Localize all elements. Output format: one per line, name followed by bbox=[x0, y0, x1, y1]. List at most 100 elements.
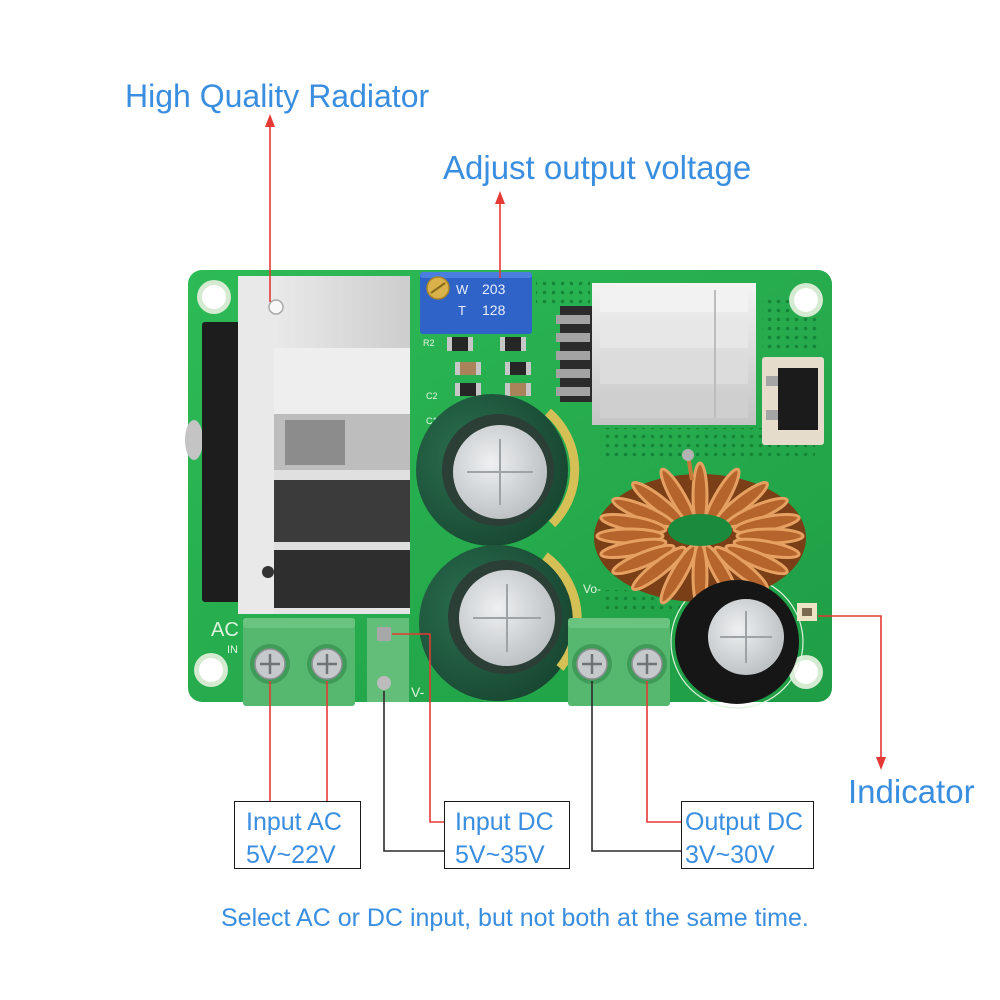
resistor-end bbox=[500, 337, 505, 351]
resistor-end bbox=[447, 337, 452, 351]
callout-lines bbox=[265, 114, 886, 852]
electrolytic-capacitor-top bbox=[416, 394, 580, 546]
input-dc-pin-header bbox=[367, 618, 409, 702]
heatsink-hole bbox=[262, 566, 274, 578]
heatsink-hole bbox=[268, 299, 284, 315]
silkscreen-label: R2 bbox=[423, 338, 435, 348]
output-dc-terminal bbox=[568, 618, 670, 706]
heatsink-fin-edge bbox=[274, 608, 410, 614]
small-heatsink-fin bbox=[600, 356, 748, 384]
heatsink-plate bbox=[238, 276, 274, 614]
heatsink-fin-edge bbox=[274, 470, 410, 480]
header-pin-positive bbox=[377, 627, 391, 641]
smd-resistor bbox=[447, 337, 473, 351]
power-component bbox=[185, 322, 244, 602]
header-pin-negative bbox=[377, 676, 391, 690]
capacitor-end bbox=[505, 383, 510, 396]
heatsink-gap bbox=[274, 480, 410, 542]
diode-lead bbox=[766, 376, 778, 386]
output-dc-range: 3V~30V bbox=[685, 841, 775, 869]
coil-turn bbox=[631, 545, 687, 592]
regulator-ic bbox=[556, 306, 596, 402]
pot-marking: 203 bbox=[482, 281, 506, 297]
output-dc-box: Output DC 3V~30V bbox=[681, 801, 814, 869]
coil-turn bbox=[724, 543, 789, 576]
smd-components: R2 C2 C1 bbox=[423, 337, 531, 426]
radiator-arrowhead bbox=[265, 114, 275, 127]
heatsink-shadow bbox=[285, 420, 345, 465]
output-dc-title: Output DC bbox=[685, 808, 804, 836]
electrolytic-capacitor-bottom bbox=[419, 545, 582, 701]
silkscreen-label: C2 bbox=[426, 391, 438, 401]
ic-pin bbox=[556, 369, 590, 378]
mounting-screw bbox=[185, 420, 203, 460]
mounting-hole bbox=[789, 655, 823, 689]
input-dc-title: Input DC bbox=[455, 808, 554, 836]
terminal-housing bbox=[568, 618, 670, 706]
indicator-arrow-line bbox=[818, 615, 882, 759]
input-dc-range: 5V~35V bbox=[455, 841, 545, 869]
ic-pin bbox=[556, 333, 590, 342]
diode-lead bbox=[766, 410, 778, 420]
small-heatsink-fin bbox=[600, 322, 748, 348]
resistor-body bbox=[505, 362, 531, 375]
silkscreen-vo-minus-label: Vo- bbox=[583, 582, 601, 596]
resistor-end bbox=[505, 362, 510, 375]
capacitor-end bbox=[476, 362, 481, 375]
diode-body bbox=[778, 368, 818, 430]
input-dc-positive-leader bbox=[392, 633, 444, 823]
capacitor-body bbox=[455, 362, 481, 375]
pot-marking: W bbox=[456, 282, 469, 297]
smd-resistor bbox=[455, 383, 481, 396]
indicator-led bbox=[797, 603, 817, 621]
input-dc-negative-leader bbox=[383, 691, 444, 852]
capacitor-end bbox=[455, 362, 460, 375]
capacitor-end bbox=[526, 383, 531, 396]
input-dc-box: Input DC 5V~35V bbox=[444, 801, 570, 869]
resistor-body bbox=[455, 383, 481, 396]
input-ac-range: 5V~22V bbox=[246, 841, 336, 869]
output-dc-negative-leader bbox=[591, 681, 681, 852]
smd-capacitor bbox=[505, 383, 531, 396]
heatsink-gap bbox=[274, 550, 410, 608]
resistor-end bbox=[526, 362, 531, 375]
output-capacitor bbox=[675, 580, 799, 704]
resistor-end bbox=[468, 337, 473, 351]
silkscreen-label: C1 bbox=[426, 416, 438, 426]
via-field bbox=[536, 280, 590, 307]
resistor-end bbox=[521, 337, 526, 351]
smd-capacitor bbox=[455, 362, 481, 375]
ic-pin bbox=[556, 351, 590, 360]
output-dc-positive-leader bbox=[646, 681, 681, 823]
toroid-inductor bbox=[594, 449, 806, 611]
heatsink-fin bbox=[274, 348, 410, 414]
adjust-voltage-label: Adjust output voltage bbox=[443, 149, 752, 186]
black-power-package bbox=[202, 322, 244, 602]
pot-marking: 128 bbox=[482, 302, 506, 318]
input-ac-terminal bbox=[243, 618, 355, 706]
radiator-label: High Quality Radiator bbox=[125, 78, 430, 114]
mounting-hole bbox=[197, 280, 231, 314]
hole-center bbox=[199, 658, 223, 682]
terminal-top bbox=[568, 618, 670, 628]
adjust-screw-slot bbox=[430, 282, 446, 294]
smd-resistor bbox=[500, 337, 526, 351]
inductor-pin bbox=[682, 449, 694, 461]
smd-resistor bbox=[505, 362, 531, 375]
silkscreen-in-label: IN bbox=[227, 644, 238, 656]
toroid-center-hole bbox=[668, 514, 732, 546]
silkscreen-v-minus-label: V- bbox=[411, 684, 425, 700]
smd-diode bbox=[762, 357, 824, 445]
ic-pin bbox=[556, 315, 590, 324]
input-ac-box: Input AC 5V~22V bbox=[234, 801, 361, 869]
indicator-arrowhead bbox=[876, 757, 886, 770]
capacitor-body bbox=[505, 383, 531, 396]
trimmer-potentiometer: W 203 T 128 bbox=[420, 272, 532, 334]
resistor-end bbox=[455, 383, 460, 396]
hole-center bbox=[202, 285, 226, 309]
resistor-end bbox=[476, 383, 481, 396]
small-heatsink-fin bbox=[600, 392, 748, 418]
small-heatsink bbox=[592, 283, 756, 425]
large-heatsink bbox=[238, 276, 410, 614]
